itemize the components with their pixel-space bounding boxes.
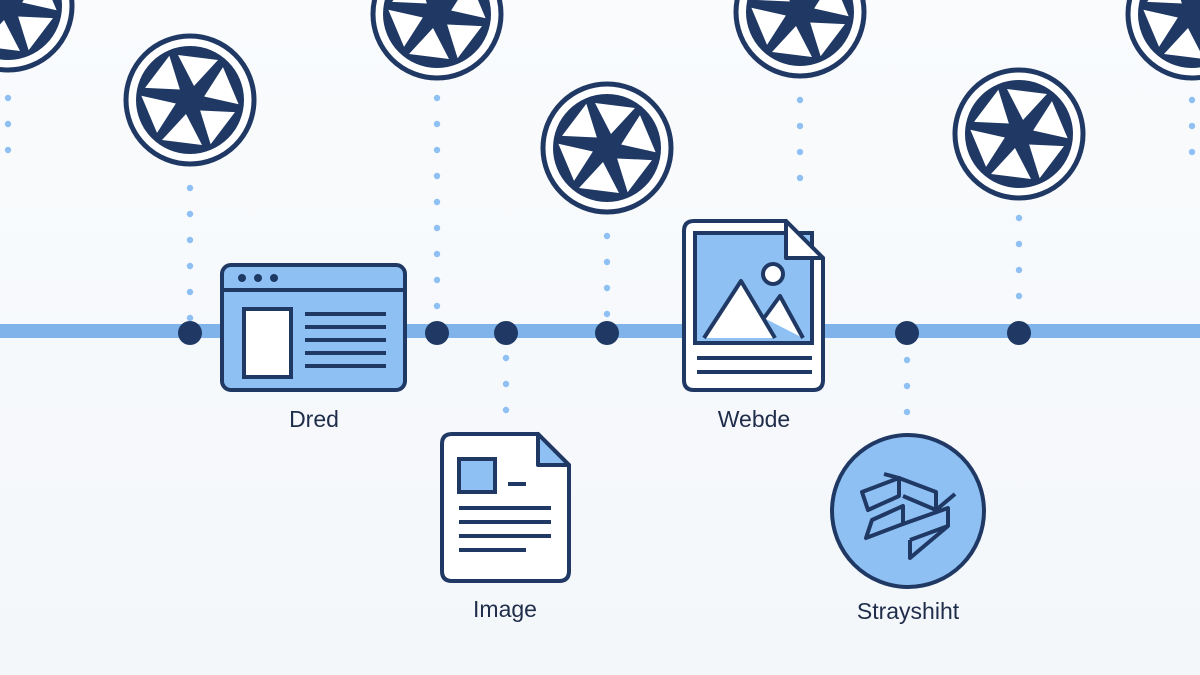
stitch-logo-label: Strayshiht [856,598,960,624]
timeline-node [1007,321,1031,345]
timeline-nodes [178,321,1031,345]
document-label: Image [473,596,537,622]
connector-3 [433,94,441,310]
connector-5 [603,232,611,318]
timeline-node [895,321,919,345]
camera-aperture-icon [736,0,864,76]
stitch-logo-icon [830,433,986,589]
timeline-node [494,321,518,345]
camera-aperture-icon [543,84,671,212]
connector-1 [4,94,12,154]
connector-9 [1188,96,1196,156]
timeline-node [425,321,449,345]
connector-8 [1015,214,1023,300]
document-icon [440,432,571,583]
camera-aperture-icon [0,0,72,70]
image-file-icon [682,219,825,392]
image-file-label: Webde [717,406,791,432]
camera-aperture-icon [1128,0,1200,78]
connector-6 [796,96,804,182]
timeline-node [595,321,619,345]
timeline-node [178,321,202,345]
browser-window-label: Dred [289,406,339,432]
camera-aperture-icon [955,70,1083,198]
camera-aperture-icon [373,0,501,78]
browser-window-icon [220,263,407,392]
camera-aperture-icon [126,36,254,164]
dotted-connectors [4,94,1196,416]
connector-2 [186,184,194,322]
connector-4 [502,354,510,414]
connector-7 [903,356,911,416]
